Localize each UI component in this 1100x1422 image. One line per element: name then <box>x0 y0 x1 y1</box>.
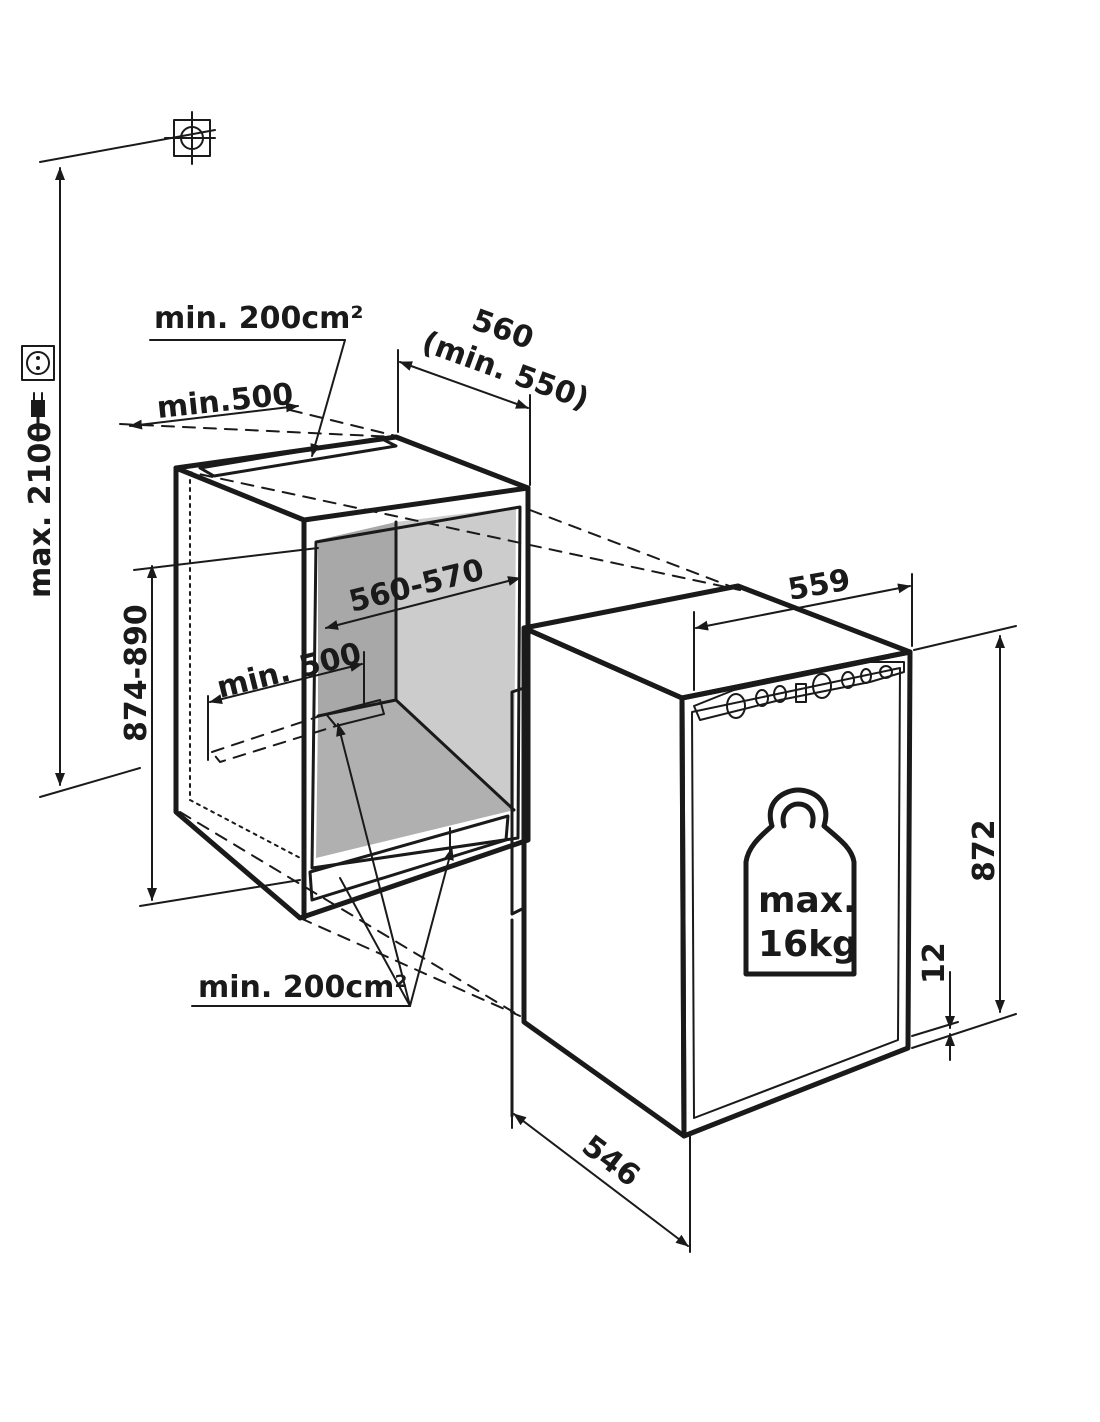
appliance-depth-label: 546 <box>575 1128 646 1194</box>
plinth-gap-label: 12 <box>917 942 952 984</box>
niche-height-label: 874-890 <box>119 604 154 742</box>
bottom-vent-area-label: min. 200cm² <box>198 970 408 1005</box>
control-panel <box>693 661 905 721</box>
appliance-width-label: 559 <box>785 563 853 608</box>
max-height-label: max. 2100 <box>23 422 58 598</box>
appliance-depth-dimension: 546 <box>511 1029 691 1253</box>
top-vent-depth-dimension: min.500 <box>129 377 299 430</box>
power-socket-icon <box>21 345 55 381</box>
top-vent-area-label: min. 200cm² <box>154 301 364 336</box>
crosshair-mark-icon <box>164 111 216 165</box>
weight-icon: max. 16kg <box>743 787 858 977</box>
appliance: max. 16kg <box>510 583 913 1139</box>
power-plug-icon <box>31 392 45 442</box>
top-vent-depth-label: min.500 <box>155 377 295 426</box>
niche-depth-dimension: 560 (min. 550) <box>397 303 593 486</box>
appliance-height-dimension: 872 <box>911 625 1017 1049</box>
plinth-gap-dimension: 12 <box>911 942 959 1061</box>
max-load-label-line1: max. <box>758 880 857 921</box>
niche-height-dimension: 874-890 <box>119 547 319 907</box>
bottom-vent-area-callout: min. 200cm² <box>191 723 454 1007</box>
max-height-dimension: max. 2100 <box>21 111 216 798</box>
max-load-label-line2: 16kg <box>758 924 858 965</box>
appliance-height-label: 872 <box>967 819 1002 882</box>
top-vent-area-callout: min. 200cm² <box>149 301 364 457</box>
